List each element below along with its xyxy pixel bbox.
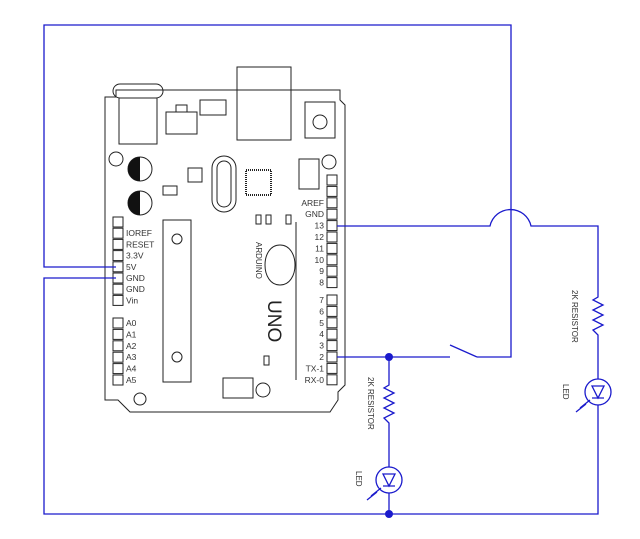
pin-header	[112, 250, 124, 262]
pin-label: 12	[315, 232, 325, 242]
pin-header	[112, 294, 124, 306]
pin-label: 2	[319, 352, 324, 362]
pin-label: 8	[319, 278, 324, 288]
pin-header	[326, 220, 338, 232]
arduino-uno-board: ARDUINO UNO	[104, 66, 346, 413]
pin-label: A1	[126, 329, 137, 339]
pin-header	[326, 174, 338, 186]
pin-label: A5	[126, 375, 137, 385]
pin-label: RESET	[126, 239, 154, 249]
pin-header	[112, 317, 124, 329]
pin-label: 10	[315, 255, 325, 265]
pin-header	[112, 374, 124, 386]
pin-header	[112, 328, 124, 340]
pin-label: 9	[319, 266, 324, 276]
pin-header	[326, 185, 338, 197]
pin-label: A0	[126, 318, 137, 328]
pin-label: 6	[319, 306, 324, 316]
led-1-label: LED	[354, 471, 363, 487]
pin-label: 13	[315, 221, 325, 231]
pin-label: GND	[305, 209, 324, 219]
pin-label: GND	[126, 284, 145, 294]
resistor-2-label: 2K RESISTOR	[570, 290, 579, 343]
pin-header	[326, 208, 338, 220]
pin-header	[112, 363, 124, 375]
pin-label: 3.3V	[126, 251, 144, 261]
pin-label: Vin	[126, 295, 138, 305]
pin-label: 7	[319, 295, 324, 305]
pin-label: RX-0	[305, 375, 325, 385]
junction-dot	[385, 353, 393, 361]
pin-label: AREF	[301, 198, 324, 208]
pin-label: GND	[126, 273, 145, 283]
pin-label: A3	[126, 352, 137, 362]
pin-header	[326, 305, 338, 317]
pin-header	[326, 374, 338, 386]
pin-label: A4	[126, 364, 137, 374]
pin-header	[326, 340, 338, 352]
pin-header	[112, 283, 124, 295]
pin-header	[326, 254, 338, 266]
pin-header	[326, 317, 338, 329]
wires: 2K RESISTOR LED 2K RESISTOR LED	[43, 24, 612, 518]
pin-header	[112, 351, 124, 363]
switch[interactable]	[449, 344, 478, 358]
model-label: UNO	[263, 300, 284, 342]
pin-label: 11	[315, 243, 324, 253]
resistor-1-label: 2K RESISTOR	[366, 377, 375, 430]
brand-label: ARDUINO	[254, 242, 263, 279]
pin-header	[112, 340, 124, 352]
pin-header	[326, 231, 338, 243]
pin-header	[112, 227, 124, 239]
pin-header	[326, 197, 338, 209]
pin-header	[326, 242, 338, 254]
pin-label: 3	[319, 341, 324, 351]
pin-label: IOREF	[126, 228, 152, 238]
pin-label: 5	[319, 318, 324, 328]
pin-header	[326, 351, 338, 363]
led-2-label: LED	[561, 384, 570, 400]
pin-header	[326, 277, 338, 289]
pin-header	[112, 238, 124, 250]
pin-label: 4	[319, 329, 324, 339]
pin-header	[326, 294, 338, 306]
pin-label: TX-1	[306, 363, 325, 373]
pin-header	[112, 216, 124, 228]
led-2	[584, 378, 612, 406]
pin-label: A2	[126, 341, 137, 351]
pin-header	[326, 265, 338, 277]
pin-header	[326, 362, 338, 374]
pin-header	[326, 328, 338, 340]
pin-label: 5V	[126, 262, 137, 272]
junction-dot	[385, 510, 393, 518]
